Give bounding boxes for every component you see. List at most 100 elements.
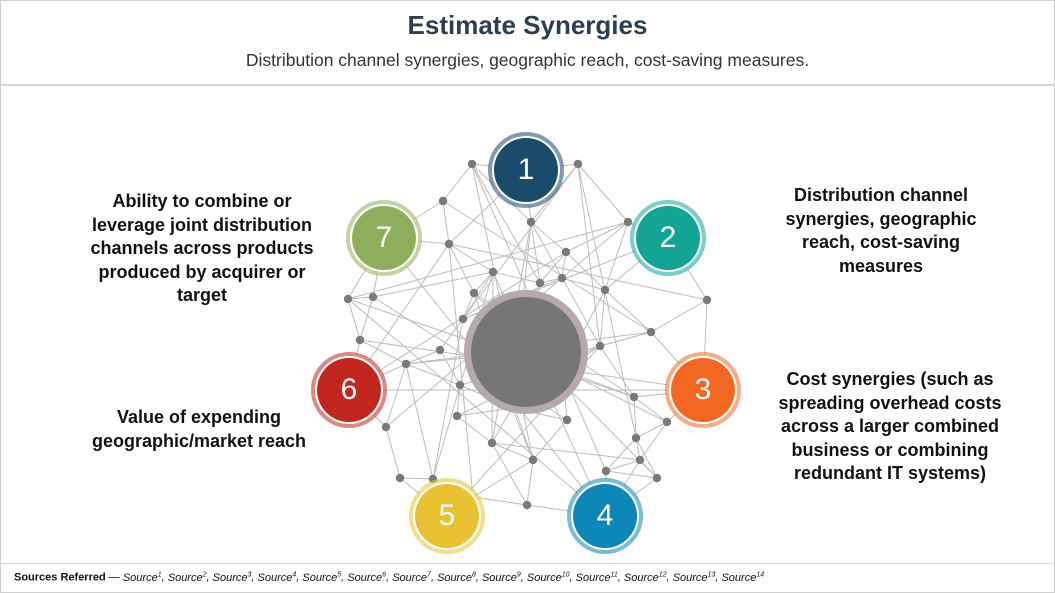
network-line bbox=[604, 289, 652, 333]
network-dot bbox=[368, 292, 378, 302]
network-line bbox=[347, 221, 629, 300]
node-1-label: 1 bbox=[517, 153, 535, 186]
network-line bbox=[432, 271, 494, 480]
network-line bbox=[650, 299, 708, 333]
network-line bbox=[448, 243, 475, 294]
node-2-circle bbox=[636, 206, 700, 270]
network-line bbox=[577, 163, 637, 439]
network-line bbox=[530, 221, 567, 253]
network-line bbox=[456, 384, 461, 417]
network-line bbox=[635, 437, 658, 479]
source-item: Source13 bbox=[672, 571, 716, 584]
network-line bbox=[347, 298, 361, 341]
network-dot bbox=[629, 392, 639, 402]
network-dot bbox=[600, 285, 610, 295]
network-line bbox=[577, 163, 629, 223]
network-dot bbox=[467, 159, 477, 169]
page-title: Estimate Synergies bbox=[407, 10, 648, 40]
node-6-circle bbox=[317, 358, 381, 422]
network-line bbox=[491, 442, 641, 461]
network-line bbox=[605, 470, 658, 479]
source-item: Source11 bbox=[575, 571, 618, 584]
network-line bbox=[526, 459, 534, 506]
network-line bbox=[635, 421, 668, 439]
network-dot bbox=[573, 159, 583, 169]
network-line bbox=[385, 426, 401, 479]
network-dot bbox=[435, 345, 445, 355]
sources-separator: — bbox=[108, 571, 120, 584]
callout-node-6: Value of expending geographic/market rea… bbox=[91, 407, 307, 451]
network-dot bbox=[381, 422, 391, 432]
network-line bbox=[472, 459, 534, 498]
node-3-label: 3 bbox=[694, 373, 712, 406]
node-1-circle bbox=[494, 138, 558, 202]
network-line bbox=[492, 271, 541, 284]
network-line bbox=[442, 163, 473, 202]
network-line bbox=[471, 163, 541, 284]
network-line bbox=[472, 496, 528, 506]
network-dot bbox=[401, 359, 411, 369]
source-item: Source8 bbox=[437, 571, 476, 584]
node-2-label: 2 bbox=[659, 221, 677, 254]
network-dot bbox=[355, 335, 365, 345]
network-dot bbox=[444, 239, 454, 249]
network-line bbox=[599, 345, 635, 398]
network-dot bbox=[601, 466, 611, 476]
network-dot bbox=[395, 473, 405, 483]
network-line bbox=[347, 298, 606, 517]
network-line bbox=[473, 271, 494, 294]
source-item: Source9 bbox=[481, 571, 521, 584]
network-line bbox=[462, 292, 475, 320]
sources-list: Source1, Source2, Source3, Source4, Sour… bbox=[122, 571, 765, 584]
network-dot bbox=[646, 327, 656, 337]
network-line bbox=[532, 419, 568, 461]
network-dot bbox=[631, 433, 641, 443]
source-item: Source10 bbox=[526, 571, 570, 584]
network-line bbox=[439, 349, 461, 386]
network-line bbox=[565, 251, 606, 291]
source-item: Source2 bbox=[167, 571, 207, 584]
network-line bbox=[491, 442, 534, 461]
source-item: Source3 bbox=[212, 571, 252, 584]
network-line bbox=[561, 251, 567, 279]
network-dot bbox=[343, 294, 353, 304]
source-item: Source14 bbox=[721, 571, 765, 584]
hub-circle bbox=[471, 297, 581, 407]
sources-label: Sources Referred bbox=[14, 571, 106, 584]
node-3-circle bbox=[671, 358, 735, 422]
network-dot bbox=[557, 273, 567, 283]
network-dot bbox=[452, 411, 462, 421]
callout-node-2: Distribution channel synergies, geograph… bbox=[785, 185, 977, 276]
network-line bbox=[372, 271, 494, 298]
network-line bbox=[561, 277, 606, 291]
node-5-label: 5 bbox=[438, 499, 456, 532]
network-line bbox=[348, 251, 567, 391]
network-line bbox=[405, 349, 441, 365]
central-hub bbox=[464, 290, 588, 414]
node-4-label: 4 bbox=[596, 499, 614, 532]
sources-footer: Sources Referred — Source1, Source2, Sou… bbox=[14, 571, 764, 584]
node-7-label: 7 bbox=[375, 221, 393, 254]
network-dot bbox=[535, 278, 545, 288]
network-dot bbox=[455, 380, 465, 390]
network-dot bbox=[652, 473, 662, 483]
network-dot bbox=[522, 500, 532, 510]
network-line bbox=[385, 363, 407, 428]
network-line bbox=[359, 339, 407, 365]
network-line bbox=[633, 396, 637, 439]
network-line bbox=[442, 200, 652, 333]
network-dot bbox=[635, 455, 645, 465]
network-line bbox=[605, 459, 641, 472]
network-dot bbox=[662, 417, 672, 427]
header-divider bbox=[0, 84, 1055, 86]
callout-node-7: Ability to combine or leverage joint dis… bbox=[90, 191, 314, 305]
callout-node-3: Cost synergies (such as spreading overhe… bbox=[778, 369, 1002, 483]
network-dot bbox=[702, 295, 712, 305]
network-line bbox=[565, 221, 629, 253]
numbered-nodes bbox=[311, 132, 741, 554]
network-line bbox=[448, 243, 708, 301]
network-line bbox=[448, 243, 474, 498]
source-item: Source7 bbox=[392, 571, 431, 584]
network-dot bbox=[469, 288, 479, 298]
